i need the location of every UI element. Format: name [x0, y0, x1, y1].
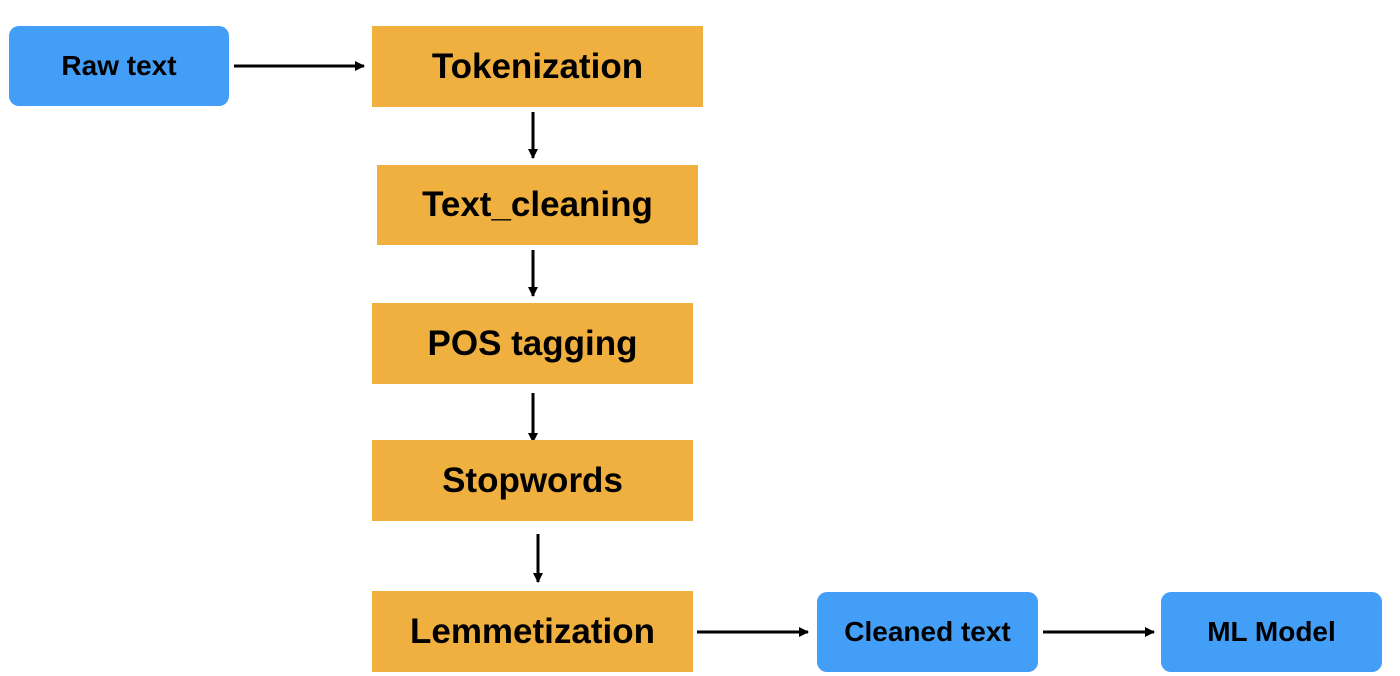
node-lemmetization-label: Lemmetization — [409, 611, 656, 651]
node-ml-model-label: ML Model — [1207, 616, 1336, 647]
node-raw-text: Raw text — [9, 26, 229, 106]
node-stopwords: Stopwords — [372, 440, 693, 521]
node-tokenization: Tokenization — [372, 26, 703, 107]
node-text-cleaning-label: Text_cleaning — [422, 185, 653, 224]
node-pos-tagging: POS tagging — [372, 303, 693, 384]
node-stopwords-label: Stopwords — [442, 460, 623, 500]
node-text-cleaning: Text_cleaning — [377, 165, 698, 245]
node-cleaned-text: Cleaned text — [817, 592, 1038, 672]
node-cleaned-text-label: Cleaned text — [844, 616, 1011, 647]
node-raw-text-label: Raw text — [61, 50, 177, 81]
node-pos-tagging-label: POS tagging — [427, 323, 638, 363]
node-lemmetization: Lemmetization — [372, 591, 693, 672]
node-tokenization-label: Tokenization — [431, 46, 644, 86]
node-ml-model: ML Model — [1161, 592, 1382, 672]
